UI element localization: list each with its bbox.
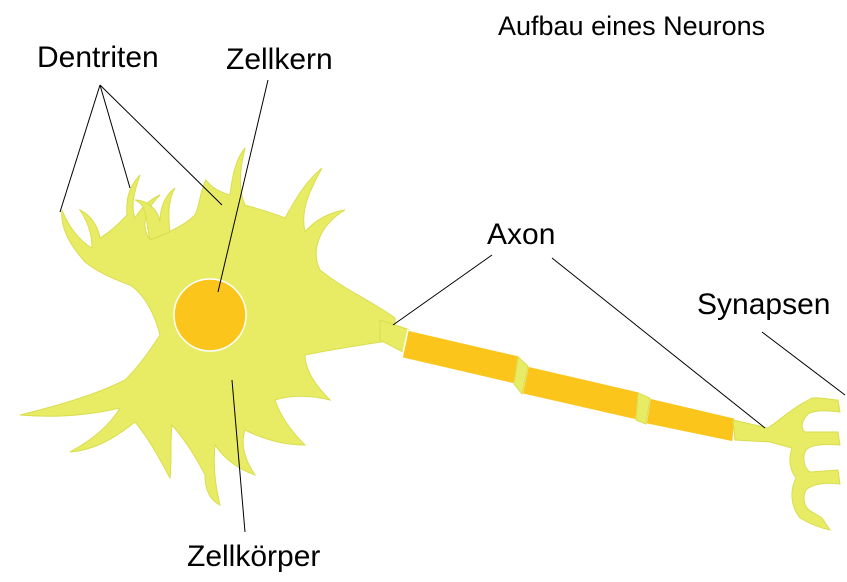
label-dendrites: Dentriten [37, 43, 159, 73]
diagram-title: Aufbau eines Neurons [498, 13, 765, 40]
label-nucleus: Zellkern [226, 45, 333, 75]
pointer-axon-1 [393, 255, 492, 325]
myelin-segment-1 [402, 330, 520, 384]
myelin-segment-2 [522, 366, 640, 420]
label-axon: Axon [487, 220, 555, 250]
label-cell-body: Zellkörper [187, 542, 320, 572]
myelin-sheath-group [402, 330, 735, 442]
pointer-dendrites-3 [100, 85, 222, 205]
label-synapses: Synapsen [697, 290, 830, 320]
myelin-segment-3 [646, 398, 735, 442]
nucleus-shape [174, 279, 246, 351]
axon-terminal [733, 398, 840, 530]
pointer-synapses [762, 332, 845, 395]
pointer-dendrites-1 [60, 85, 100, 212]
